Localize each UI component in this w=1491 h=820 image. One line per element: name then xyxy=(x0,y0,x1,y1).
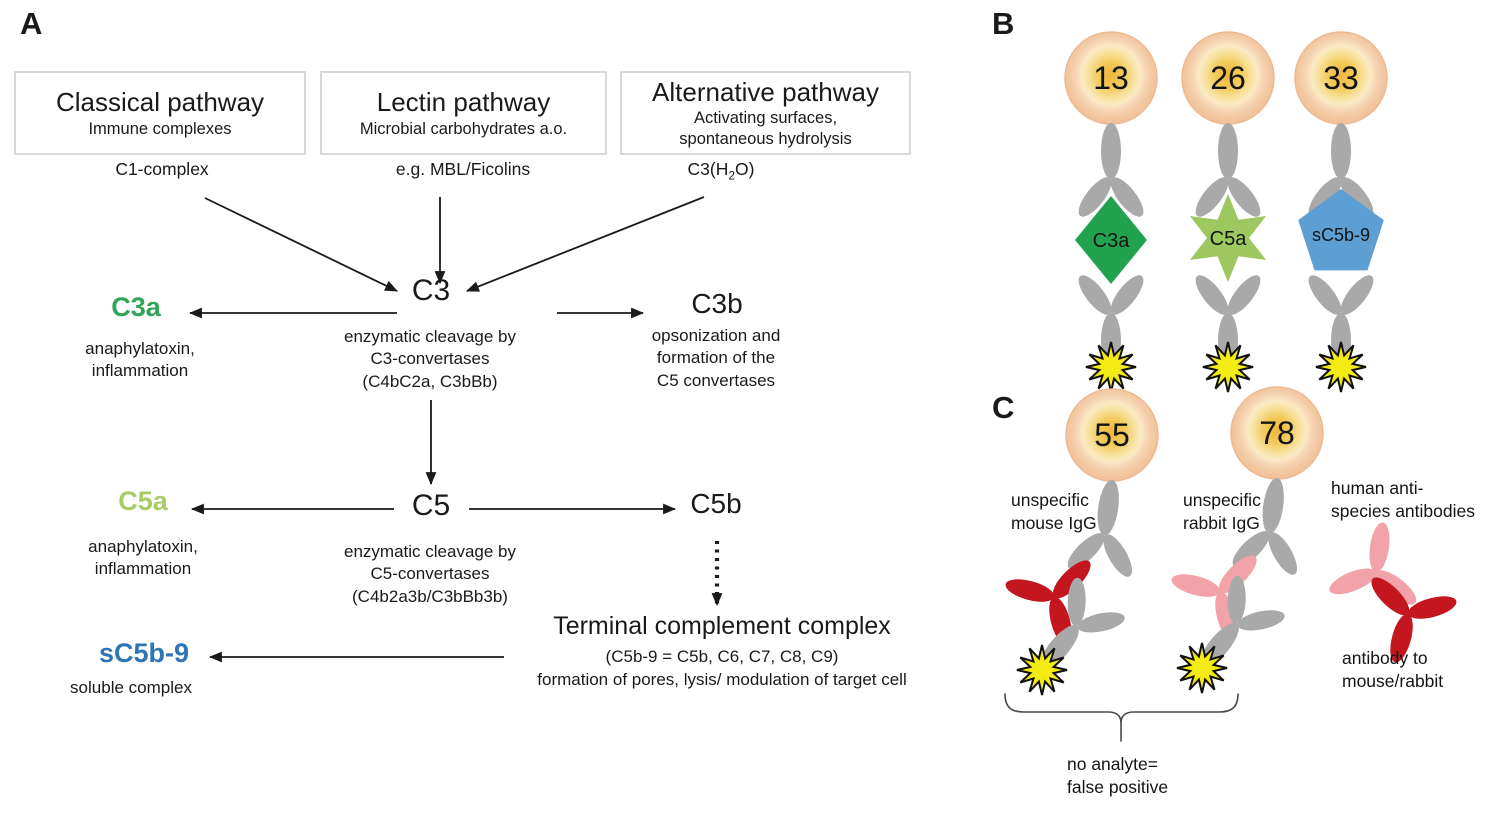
bead-number: 13 xyxy=(1093,60,1129,96)
alternative-pathway-subtitle-1: Activating surfaces, xyxy=(693,109,838,128)
analyte-diamond-icon xyxy=(1075,196,1147,284)
panel-a-label: A xyxy=(20,6,43,41)
c3b-description: opsonization and formation of the C5 con… xyxy=(651,326,781,390)
fluorescence-starburst-icon xyxy=(1085,341,1137,393)
panel-c-graphics: 55 78 unspecific mouse IgG unspecific xyxy=(996,386,1475,797)
fluorescence-starburst-icon xyxy=(1315,341,1367,393)
analyte-label: sC5b-9 xyxy=(1312,225,1370,245)
anti-species-label-line2: species antibodies xyxy=(1331,501,1475,521)
bead-number: 78 xyxy=(1259,415,1295,451)
bead-number: 55 xyxy=(1094,417,1130,453)
unspecific-mouse-label-line1: unspecific xyxy=(1011,490,1089,510)
antibody-to-label-line1: antibody to xyxy=(1342,648,1428,668)
alternative-pathway-subtitle-2: spontaneous hydrolysis xyxy=(679,129,852,148)
analyte-label: C3a xyxy=(1093,230,1131,252)
lectin-pathway-subtitle: Microbial carbohydrates a.o. xyxy=(359,119,568,138)
assay-graphics: 13 C3a 26 C5a 33 sC5b-9 xyxy=(996,31,1475,797)
c3-description: enzymatic cleavage by C3-convertases (C4… xyxy=(344,327,516,391)
panel-c-label: C xyxy=(992,390,1015,425)
arrow-classical-to-c3 xyxy=(204,197,398,292)
arrow-alternative-to-c3 xyxy=(465,196,705,292)
false-positive-label-line1: no analyte= xyxy=(1067,754,1158,774)
false-positive-label-line2: false positive xyxy=(1067,777,1168,797)
lectin-pathway-title: Lectin pathway xyxy=(376,87,551,118)
node-sc5b9: sC5b-9 xyxy=(98,638,190,668)
false-positive-rabbit-column: 78 xyxy=(1162,386,1324,694)
node-c3b: C3b xyxy=(691,288,743,319)
assay-column-c5a: 26 C5a xyxy=(1181,31,1275,393)
alternative-pathway-title: Alternative pathway xyxy=(652,77,879,108)
classical-pathway-box: Classical pathway Immune complexes xyxy=(14,71,306,155)
false-positive-mouse-column: 55 xyxy=(996,388,1159,696)
node-c3a: C3a xyxy=(111,292,161,322)
mbl-ficolins-label: e.g. MBL/Ficolins xyxy=(395,159,531,179)
anti-species-label-line1: human anti- xyxy=(1331,478,1424,498)
assay-column-sc5b9: 33 sC5b-9 xyxy=(1294,31,1388,393)
unspecific-mouse-label-line2: mouse IgG xyxy=(1011,513,1097,533)
classical-pathway-subtitle: Immune complexes xyxy=(88,119,232,138)
sc5b9-description: soluble complex xyxy=(70,678,192,697)
bead-number: 33 xyxy=(1323,60,1359,96)
terminal-complex-sub1: (C5b-9 = C5b, C6, C7, C8, C9) xyxy=(605,647,839,666)
anti-species-antibody-pink-icon xyxy=(1323,515,1431,612)
unspecific-rabbit-label-line2: rabbit IgG xyxy=(1183,513,1260,533)
node-c5a: C5a xyxy=(118,486,168,516)
fluorescence-starburst-icon xyxy=(1202,341,1254,393)
analyte-pentagon-icon xyxy=(1298,189,1384,271)
antibody-to-label-line2: mouse/rabbit xyxy=(1342,671,1443,691)
c3-h2o-label: C3(H2O) xyxy=(687,159,755,183)
c5-description: enzymatic cleavage by C5-convertases (C4… xyxy=(344,542,516,606)
assay-column-c3a: 13 C3a xyxy=(1064,31,1158,393)
unspecific-rabbit-label-line1: unspecific xyxy=(1183,490,1261,510)
c5a-description: anaphylatoxin, inflammation xyxy=(88,537,198,579)
lectin-pathway-box: Lectin pathway Microbial carbohydrates a… xyxy=(320,71,607,155)
node-c5b: C5b xyxy=(690,488,742,519)
node-c3: C3 xyxy=(411,274,451,307)
analyte-label: C5a xyxy=(1210,228,1248,250)
c3a-description: anaphylatoxin, inflammation xyxy=(85,339,195,381)
alternative-pathway-box: Alternative pathway Activating surfaces,… xyxy=(620,71,911,155)
panel-b-graphics: 13 C3a 26 C5a 33 sC5b-9 xyxy=(1064,31,1388,393)
terminal-complex-title: Terminal complement complex xyxy=(553,612,891,640)
classical-pathway-title: Classical pathway xyxy=(55,87,265,118)
panel-b-label: B xyxy=(992,6,1015,41)
bead-number: 26 xyxy=(1210,60,1246,96)
brace-icon xyxy=(1004,693,1239,742)
c1-complex-label: C1-complex xyxy=(115,159,209,179)
analyte-star-icon xyxy=(1189,194,1267,282)
node-c5: C5 xyxy=(411,489,451,522)
terminal-complex-sub2: formation of pores, lysis/ modulation of… xyxy=(537,670,907,689)
